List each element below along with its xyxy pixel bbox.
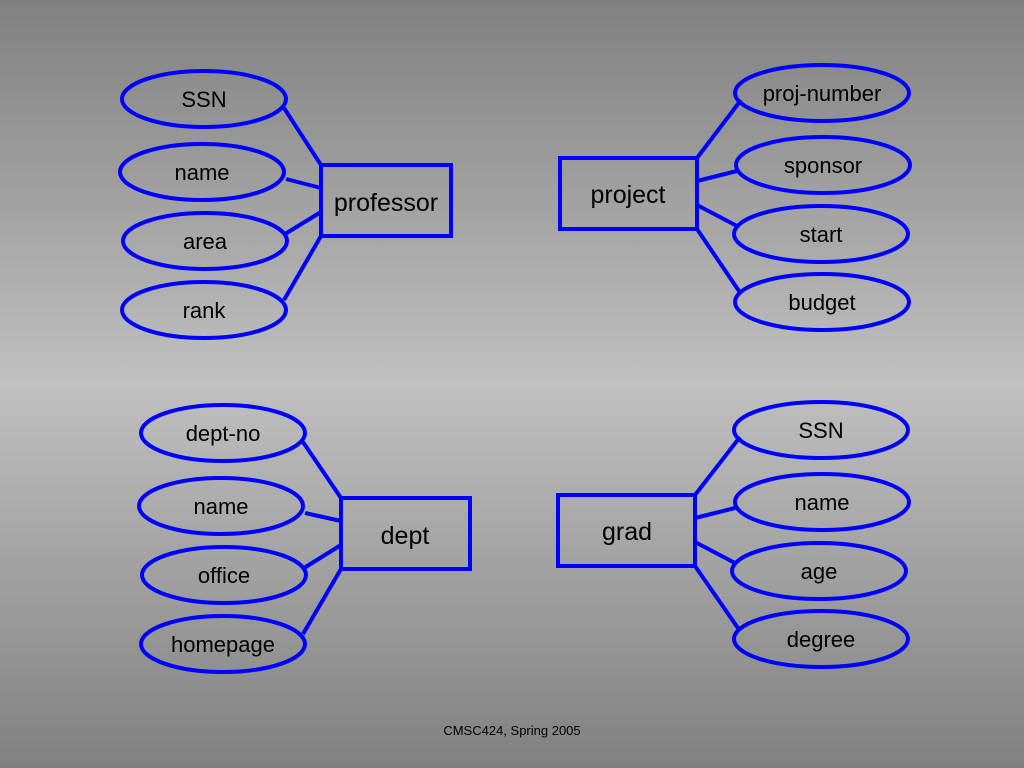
connector-line xyxy=(696,169,738,183)
attribute-label: name xyxy=(193,494,248,519)
slide-footer: CMSC424, Spring 2005 xyxy=(443,723,581,738)
connector-line xyxy=(693,564,742,633)
attribute-label: budget xyxy=(788,290,855,315)
connector-line xyxy=(283,210,323,236)
attribute-label: SSN xyxy=(181,87,226,112)
attribute-label: dept-no xyxy=(186,421,261,446)
attribute-label: office xyxy=(198,563,250,588)
attribute-label: homepage xyxy=(171,632,275,657)
attribute-ellipse xyxy=(732,609,910,669)
attribute-ellipse xyxy=(118,142,286,202)
entity-label: grad xyxy=(602,518,652,546)
entity-box xyxy=(558,156,699,231)
attribute-ellipse xyxy=(733,63,911,123)
attribute-ellipse xyxy=(139,403,307,463)
attribute-ellipse xyxy=(120,69,288,129)
entity-label: dept xyxy=(381,522,430,550)
attribute-ellipse xyxy=(137,476,305,536)
entity-box xyxy=(556,493,697,568)
entity-box xyxy=(339,496,472,571)
attribute-ellipse xyxy=(733,472,911,532)
connector-line xyxy=(695,98,743,160)
connector-line xyxy=(696,203,738,228)
connector-line xyxy=(304,511,342,523)
attribute-ellipse xyxy=(120,280,288,340)
attribute-ellipse xyxy=(121,211,289,271)
connector-line xyxy=(285,177,322,190)
attribute-label: SSN xyxy=(798,418,843,443)
entity-group-professor: professor SSN name area rank xyxy=(118,69,453,340)
attribute-ellipse xyxy=(730,541,908,601)
attribute-label: proj-number xyxy=(763,81,882,106)
entity-group-grad: grad SSN name age degree xyxy=(556,400,911,669)
connector-line xyxy=(693,435,742,497)
attribute-ellipse xyxy=(734,135,912,195)
attribute-ellipse xyxy=(732,204,910,264)
entity-box xyxy=(319,163,453,238)
attribute-label: age xyxy=(801,559,838,584)
attribute-label: area xyxy=(183,229,228,254)
attribute-label: name xyxy=(794,490,849,515)
attribute-ellipse xyxy=(140,545,308,605)
entity-label: professor xyxy=(334,189,438,217)
entity-group-project: project proj-number sponsor start budget xyxy=(558,63,912,332)
connector-line xyxy=(694,540,736,565)
attribute-label: rank xyxy=(183,298,227,323)
connector-line xyxy=(301,567,343,636)
attribute-ellipse xyxy=(139,614,307,674)
attribute-label: start xyxy=(800,222,843,247)
connector-line xyxy=(694,506,736,520)
connector-line xyxy=(282,234,323,302)
attribute-label: sponsor xyxy=(784,153,862,178)
attribute-ellipse xyxy=(733,272,911,332)
connector-line xyxy=(695,227,743,296)
attribute-ellipse xyxy=(732,400,910,460)
connector-line xyxy=(302,543,343,570)
attribute-label: degree xyxy=(787,627,856,652)
attribute-label: name xyxy=(174,160,229,185)
entity-label: project xyxy=(590,181,665,209)
connector-line xyxy=(282,106,323,167)
entity-group-dept: dept dept-no name office homepage xyxy=(137,403,472,674)
connector-line xyxy=(301,440,343,500)
